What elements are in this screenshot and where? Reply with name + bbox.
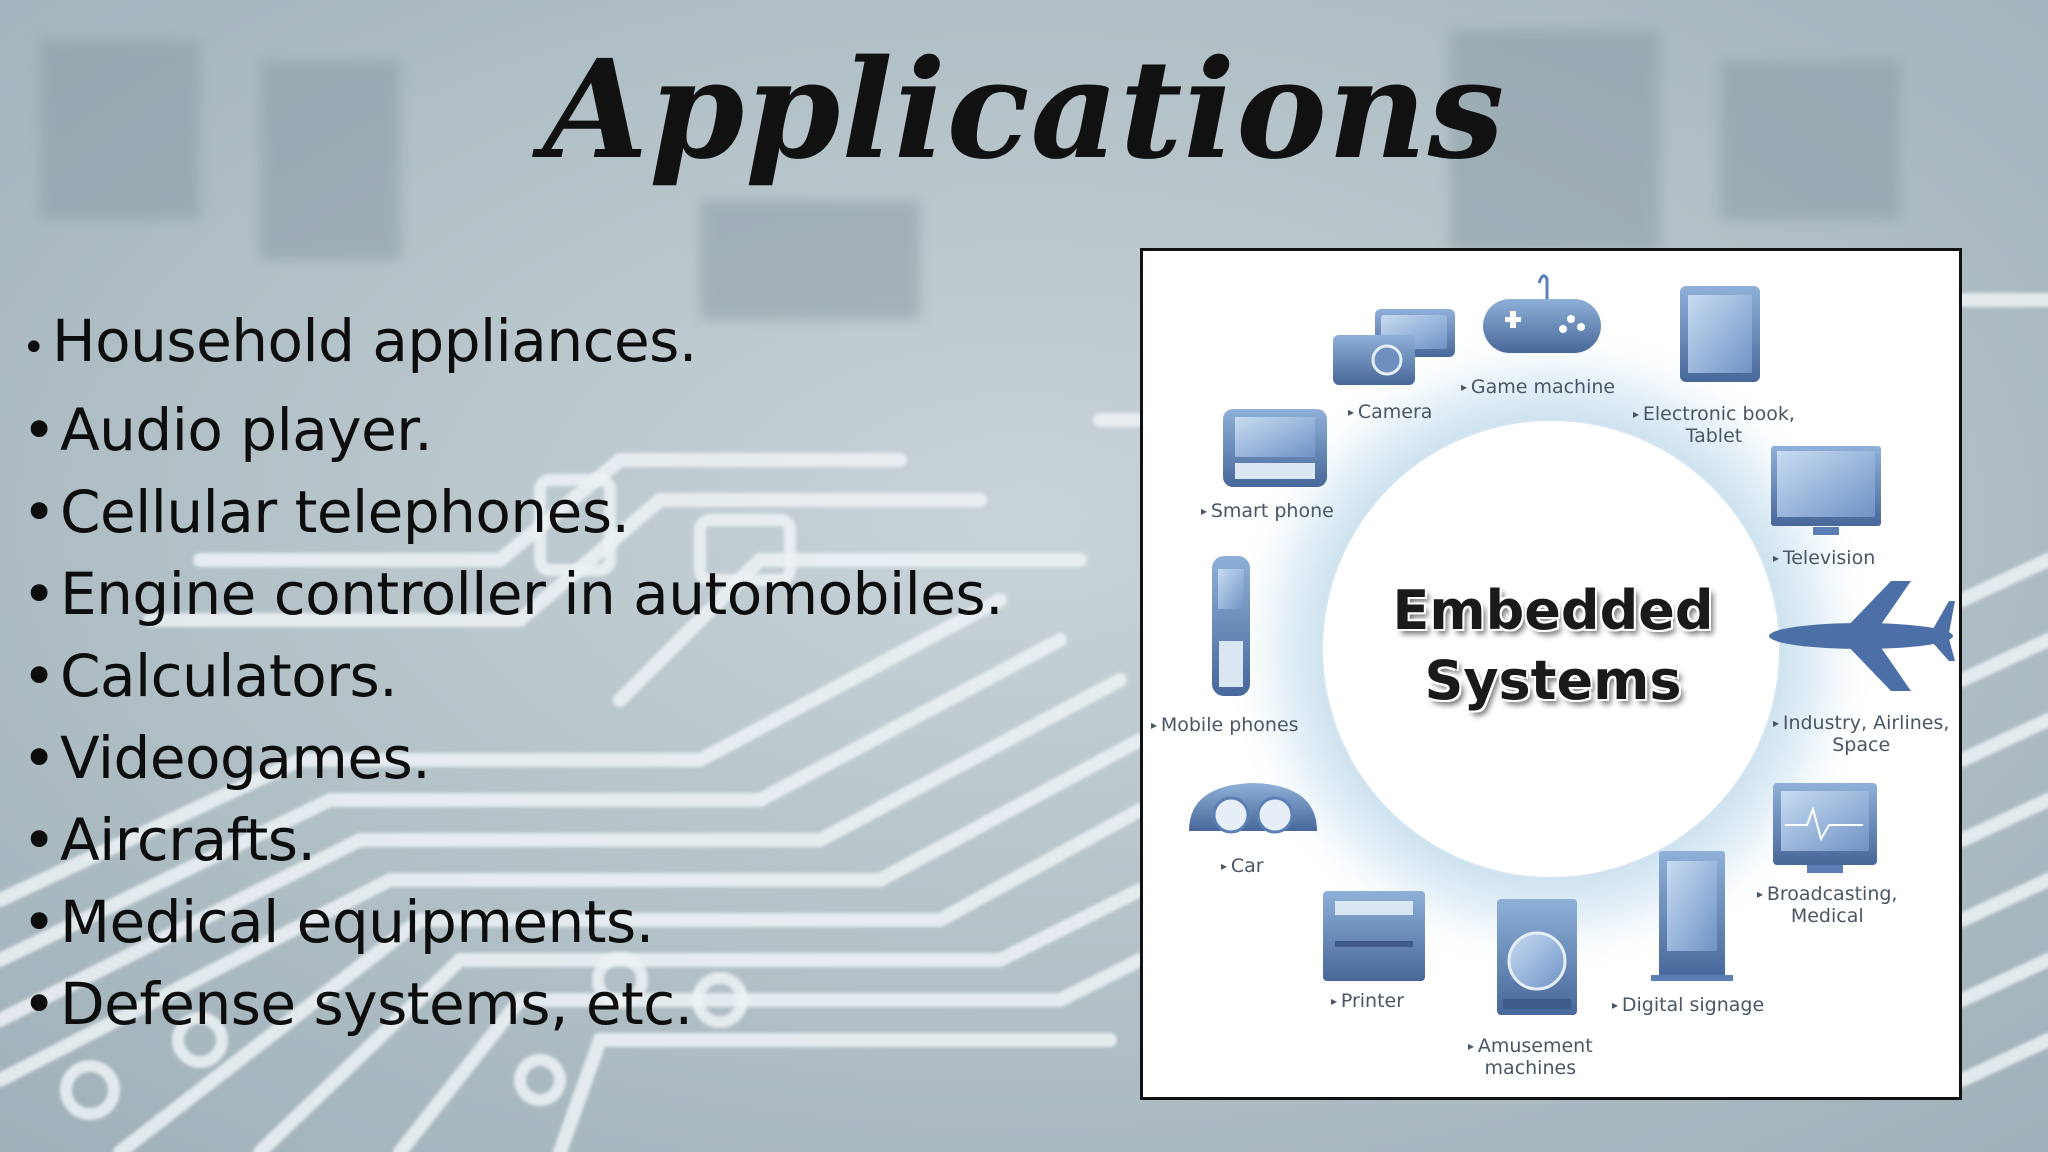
list-item: •Calculators. xyxy=(22,635,1003,717)
bullet-dot: • xyxy=(22,478,56,546)
label-mobile-phones: Mobile phones xyxy=(1151,714,1299,736)
label-industry: Industry, Airlines,Space xyxy=(1773,712,1950,756)
label-television: Television xyxy=(1773,547,1875,569)
list-item: •Aircrafts. xyxy=(22,799,1003,881)
list-item: •Household appliances. xyxy=(22,300,1003,389)
television-icon xyxy=(1771,446,1881,535)
bullet-list: •Household appliances. •Audio player. •C… xyxy=(22,300,1004,1045)
diagram-graphics xyxy=(1189,274,1955,1015)
car-dashboard-icon xyxy=(1189,783,1317,834)
label-game-machine: Game machine xyxy=(1461,376,1615,398)
smartphone-icon xyxy=(1223,409,1327,487)
slide-title: Applications xyxy=(542,30,1506,190)
bullet-dot: • xyxy=(22,806,56,874)
diagram-center-title: Embedded Systems xyxy=(1392,579,1714,712)
label-electronic-book: Electronic book,Tablet xyxy=(1633,403,1795,447)
tablet-icon xyxy=(1680,286,1760,382)
label-broadcasting: Broadcasting,Medical xyxy=(1757,883,1898,927)
amusement-machine-icon xyxy=(1497,899,1577,1015)
list-item: •Engine controller in automobiles. xyxy=(22,553,1004,635)
camera-icon xyxy=(1333,309,1455,385)
label-car: Car xyxy=(1221,855,1264,877)
bullet-dot: • xyxy=(22,396,56,464)
bullet-dot: • xyxy=(22,642,56,710)
embedded-systems-diagram: Embedded Systems Camera Game machine Ele… xyxy=(1140,248,1962,1100)
label-camera: Camera xyxy=(1348,401,1433,423)
list-item: •Cellular telephones. xyxy=(22,471,1003,553)
label-printer: Printer xyxy=(1331,990,1404,1012)
label-digital-signage: Digital signage xyxy=(1612,994,1764,1016)
bullet-dot: • xyxy=(22,888,56,956)
list-item: •Audio player. xyxy=(22,389,1003,471)
signage-icon xyxy=(1651,851,1733,981)
list-item: •Medical equipments. xyxy=(22,881,1003,963)
bullet-dot: • xyxy=(22,724,56,792)
mobile-phone-icon xyxy=(1212,556,1250,696)
label-smart-phone: Smart phone xyxy=(1201,500,1334,522)
gamepad-icon xyxy=(1483,274,1601,353)
bullet-dot: • xyxy=(22,560,56,628)
bullet-dot: • xyxy=(22,970,56,1038)
bullet-dot: • xyxy=(22,325,46,371)
airplane-icon xyxy=(1769,581,1955,691)
printer-icon xyxy=(1323,891,1425,981)
list-item: •Videogames. xyxy=(22,717,1003,799)
monitor-icon xyxy=(1773,783,1877,873)
list-item: •Defense systems, etc. xyxy=(22,963,1003,1045)
